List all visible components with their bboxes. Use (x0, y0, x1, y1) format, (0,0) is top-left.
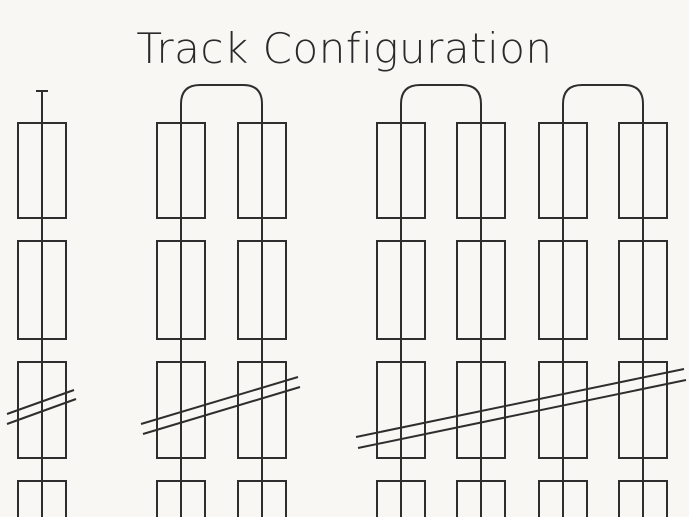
single-track-group (6, 90, 77, 517)
crossing-rail (140, 376, 301, 435)
track-loop (562, 84, 644, 123)
track-loop (180, 84, 263, 123)
quad-track-group (355, 84, 687, 517)
double-track-group (140, 84, 301, 517)
page-title: Track Configuration (136, 24, 553, 73)
crossing-rail (355, 368, 687, 449)
crossing-rail (6, 389, 77, 425)
track-loop (400, 84, 482, 123)
